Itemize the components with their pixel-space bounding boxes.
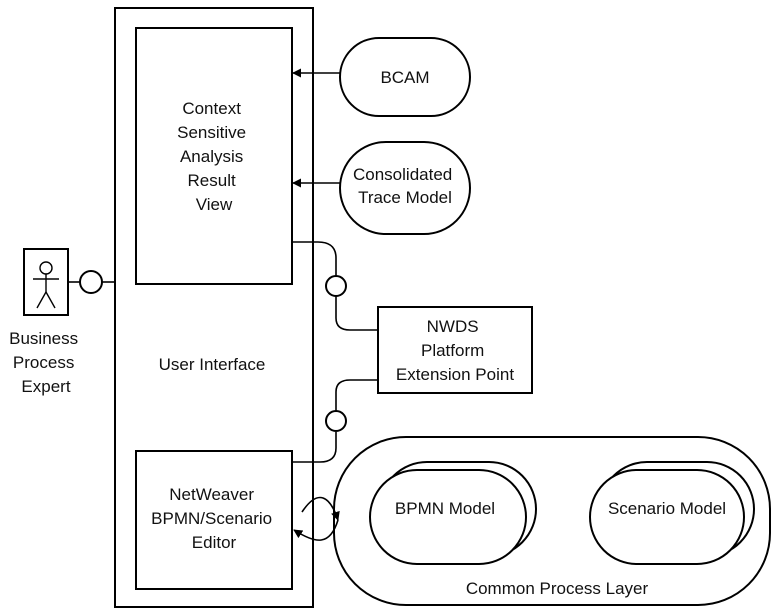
trace-model-label: Consolidated Trace Model — [353, 165, 457, 207]
nwds-extension-point-component: NWDS Platform Extension Point — [377, 306, 533, 394]
bcam-label: BCAM — [380, 68, 429, 87]
interface-socket-icon — [325, 275, 347, 297]
actor-label: Business Process Expert — [9, 329, 83, 396]
common-process-layer: Common Process Layer BPMN Model Scenario… — [333, 436, 771, 606]
provided-interface-icon — [79, 270, 103, 294]
actor-interface-connector — [68, 270, 115, 294]
analysis-result-view-component: Context Sensitive Analysis Result View — [135, 27, 293, 285]
bcam-component: BCAM — [339, 37, 471, 117]
editor-to-extension-connector — [292, 379, 378, 463]
actor-frame — [23, 248, 69, 316]
bpmn-model-label: BPMN Model — [395, 499, 495, 518]
bpmn-scenario-editor-label: NetWeaver BPMN/Scenario Editor — [151, 485, 277, 552]
common-process-layer-label: Common Process Layer — [466, 579, 649, 598]
scenario-model-label: Scenario Model — [608, 499, 726, 518]
business-process-expert-actor: Business Process Expert — [9, 248, 83, 396]
stick-figure-icon — [33, 261, 59, 309]
bpmn-model-stack: BPMN Model — [369, 461, 537, 565]
trace-model-component: Consolidated Trace Model — [339, 141, 471, 235]
nwds-extension-point-label: NWDS Platform Extension Point — [396, 317, 514, 384]
scenario-model-stack: Scenario Model — [589, 461, 755, 565]
editor-layer-sync-arrows — [293, 496, 340, 541]
user-interface-label: User Interface — [159, 355, 266, 374]
view-to-extension-connector — [292, 241, 378, 331]
interface-socket-icon — [325, 410, 347, 432]
bpmn-scenario-editor-component: NetWeaver BPMN/Scenario Editor — [135, 450, 293, 590]
analysis-result-view-label: Context Sensitive Analysis Result View — [177, 99, 251, 214]
